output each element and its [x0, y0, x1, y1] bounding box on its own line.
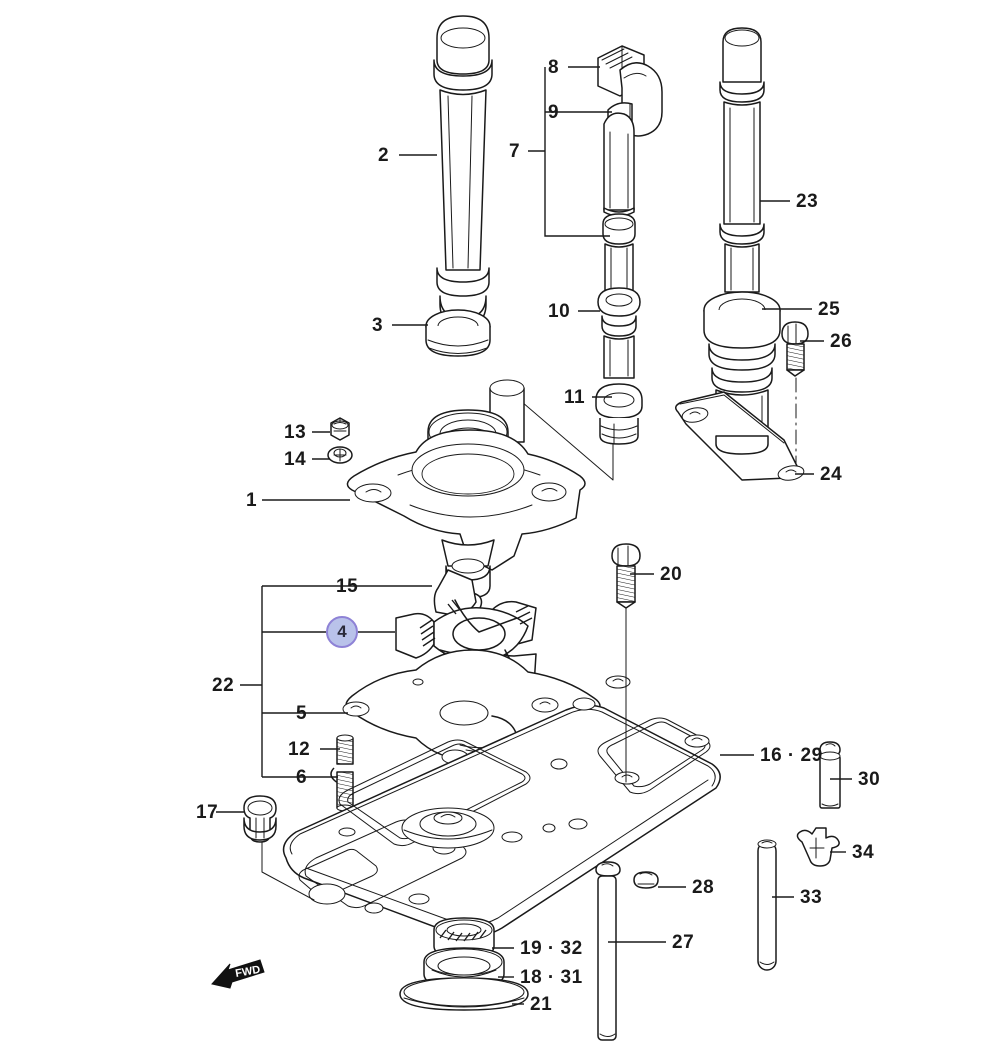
part-11-grommet: [595, 383, 643, 445]
callout-label-22: 22: [212, 675, 235, 696]
callout-label-18---31: 18 · 31: [520, 967, 583, 988]
part-10-shift-rod-grommet: [597, 213, 641, 379]
callout-label-7: 7: [509, 141, 521, 162]
svg-text:FWD: FWD: [234, 964, 261, 980]
part-27-long-bolt: [595, 861, 621, 1041]
callout-label-3: 3: [372, 315, 384, 336]
callout-label-33: 33: [800, 887, 823, 908]
part-3-water-tube-grommet: [425, 309, 491, 357]
part-30-stud-short: [819, 741, 841, 809]
callout-label-34: 34: [852, 842, 875, 863]
callout-label-9: 9: [548, 102, 560, 123]
callout-label-26: 26: [830, 331, 853, 352]
part-12-dowel-pin: [336, 734, 354, 765]
callout-label-28: 28: [692, 877, 715, 898]
callout-label-5: 5: [296, 703, 308, 724]
callout-label-10: 10: [548, 301, 571, 322]
fwd-arrow-marker: FWD: [211, 959, 265, 989]
callout-label-19---32: 19 · 32: [520, 938, 583, 959]
part-6-pin: [330, 767, 354, 812]
part-24-mounting-bracket: [675, 391, 805, 481]
callout-label-23: 23: [796, 191, 819, 212]
part-21-seal-ring: [399, 977, 529, 1011]
part-34-wing-screw: [796, 827, 840, 867]
callout-label-6: 6: [296, 767, 308, 788]
part-14-washer: [327, 446, 353, 464]
part-33-stud-long: [757, 839, 777, 971]
callout-highlight-4[interactable]: 4: [326, 616, 358, 648]
callout-label-21: 21: [530, 994, 553, 1015]
callout-label-2: 2: [378, 145, 390, 166]
part-17-retaining-clip: [243, 795, 277, 843]
part-20-bolt: [611, 543, 641, 609]
callout-label-17: 17: [196, 802, 219, 823]
callout-label-27: 27: [672, 932, 695, 953]
part-28-nut-small: [633, 871, 659, 889]
callout-label-25: 25: [818, 299, 841, 320]
callout-label-15: 15: [336, 576, 359, 597]
callout-label-20: 20: [660, 564, 683, 585]
part-23-lower-water-tube: [719, 27, 765, 293]
callout-label-11: 11: [564, 387, 586, 408]
callout-label-1: 1: [246, 490, 258, 511]
callout-label-30: 30: [858, 769, 881, 790]
callout-label-16---29: 16 · 29: [760, 745, 823, 766]
callout-label-24: 24: [820, 464, 843, 485]
part-2-upper-water-tube: [433, 15, 493, 327]
part-7-shift-rod: [603, 112, 635, 217]
part-26-screw: [781, 321, 809, 377]
part-13-nut: [330, 417, 350, 441]
part-16-29-gasket-baseplate: [282, 675, 721, 938]
callout-label-8: 8: [548, 57, 560, 78]
callout-label-13: 13: [284, 422, 307, 443]
callout-label-14: 14: [284, 449, 307, 470]
leader-lines: [216, 66, 852, 1005]
callout-label-12: 12: [288, 739, 311, 760]
part-1-water-pump-housing: [346, 379, 586, 599]
